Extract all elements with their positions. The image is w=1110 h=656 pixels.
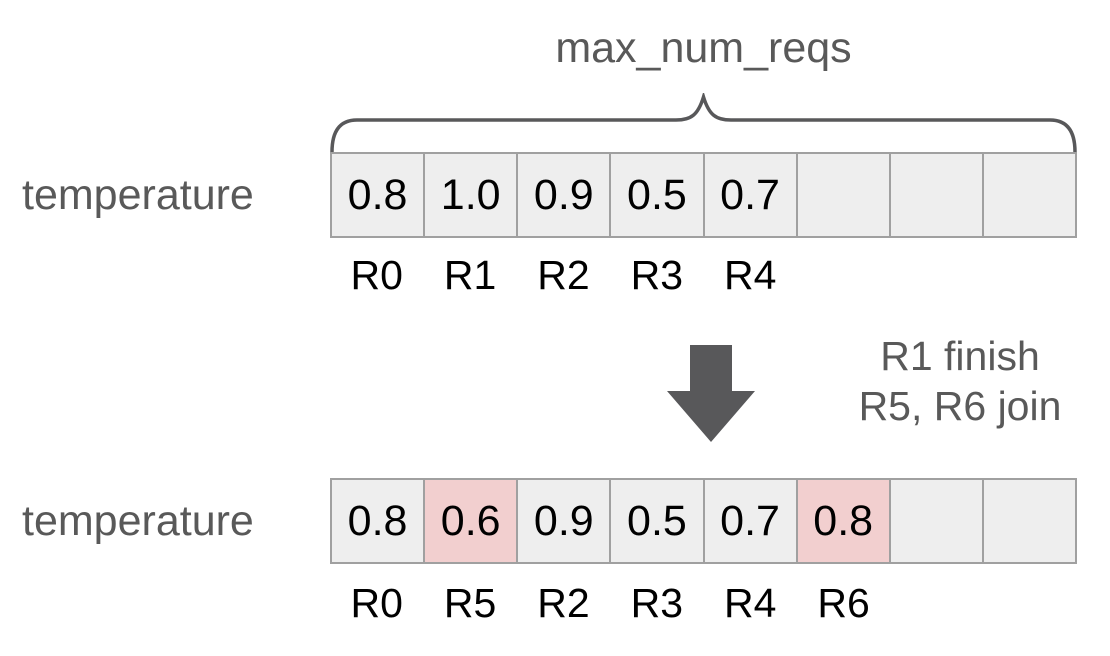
temperature-cell (983, 154, 1075, 236)
request-id-label: R4 (723, 580, 777, 626)
temperature-cell: 0.8 (332, 154, 424, 236)
temperature-cell: 0.9 (518, 154, 610, 236)
request-id-label: R1 (443, 252, 497, 298)
temperature-cell: 0.7 (704, 154, 796, 236)
temperature-label-before: temperature (22, 170, 254, 219)
request-id-label: R2 (537, 580, 590, 626)
request-id-label: R3 (630, 580, 684, 626)
curly-brace-icon (330, 93, 1077, 153)
request-id-empty (984, 250, 1077, 300)
transition-line-2: R5, R6 join (858, 383, 1062, 429)
request-id-label: R4 (723, 252, 777, 298)
request-id-empty (984, 578, 1077, 628)
temperature-label-after: temperature (22, 496, 254, 545)
temperature-cell (890, 154, 982, 236)
max-num-reqs-title: max_num_reqs (555, 24, 852, 72)
down-arrow-icon (667, 345, 755, 442)
request-id-row-before: R0 R1 R2 R3 R4 (330, 250, 1077, 300)
request-id-row-after: R0 R5 R2 R3 R4 R6 (330, 578, 1077, 628)
temperature-cell-highlighted: 0.6 (425, 480, 517, 562)
request-id-label: R2 (537, 252, 590, 298)
transition-annotation: R1 finish R5, R6 join (820, 331, 1100, 431)
temperature-cell: 0.8 (332, 480, 424, 562)
temperature-cell (983, 480, 1075, 562)
temperature-cell: 0.5 (611, 154, 703, 236)
temperature-cell: 0.9 (518, 480, 610, 562)
temperature-cell: 0.5 (611, 480, 703, 562)
temperature-cell (890, 480, 982, 562)
request-id-label: R5 (443, 580, 497, 626)
request-id-label: R6 (817, 580, 870, 626)
request-id-empty (890, 578, 983, 628)
request-id-empty (890, 250, 983, 300)
temperature-cell-highlighted: 0.8 (797, 480, 889, 562)
request-id-label: R3 (630, 252, 684, 298)
temperature-cell (797, 154, 889, 236)
request-id-label: R0 (350, 580, 403, 626)
temperature-cell: 0.7 (704, 480, 796, 562)
temperature-cell: 1.0 (425, 154, 517, 236)
transition-line-1: R1 finish (880, 333, 1040, 379)
request-id-empty (797, 250, 890, 300)
request-id-label: R0 (350, 252, 403, 298)
